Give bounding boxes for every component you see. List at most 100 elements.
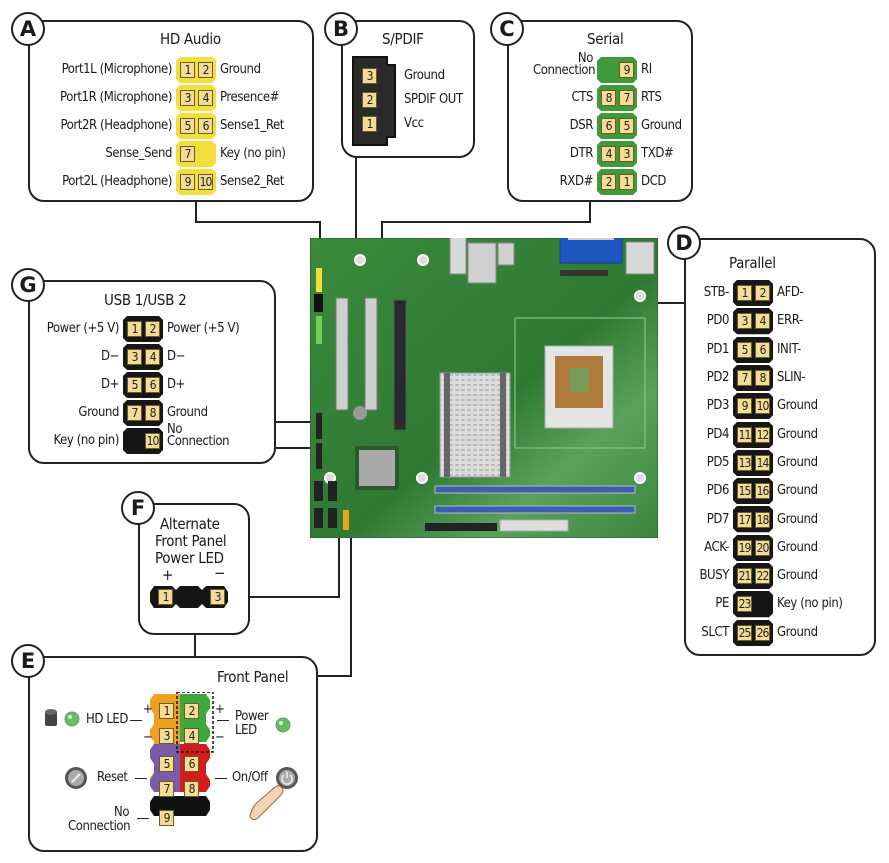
pin-25: 25	[737, 624, 752, 641]
pin-label-left: PD6	[706, 483, 730, 499]
pin-label-right: Ground	[777, 483, 818, 499]
pin-3: 3	[180, 90, 195, 106]
pin-label-right: Ground	[777, 454, 818, 470]
pin-label-left: BUSY	[699, 568, 729, 584]
pin-label-left: Power (+5 V)	[46, 321, 120, 336]
reset-tick	[135, 778, 147, 779]
pin-label-left: STB-	[703, 285, 730, 301]
ps2-port	[625, 241, 655, 275]
pin-1: 1	[362, 116, 377, 132]
pin-6: 6	[145, 377, 160, 393]
pin-11: 11	[737, 426, 752, 443]
pin-5: 5	[737, 341, 752, 358]
pin-16: 16	[755, 483, 770, 500]
pin-2: 2	[362, 92, 377, 108]
pin-label-left: PD2	[706, 370, 730, 386]
pin-1: 1	[737, 285, 752, 302]
power-led-label-line1: Power	[235, 709, 269, 724]
pin-label-right: Ground	[641, 118, 682, 133]
pin-label-left: SLCT	[701, 624, 729, 640]
hd-led-plus: +	[143, 702, 153, 717]
parallel-header	[560, 270, 608, 276]
power-button-icon	[276, 767, 298, 789]
title-serial: Serial	[587, 30, 624, 48]
pin-7: 7	[180, 146, 195, 162]
pin-7: 7	[127, 405, 142, 421]
hd-led-tick	[130, 720, 142, 721]
sata-1	[314, 481, 323, 501]
hd-audio-header	[316, 268, 322, 292]
pin-label-left: Port2R (Headphone)	[60, 118, 172, 133]
pin-23: 23	[737, 596, 752, 613]
pin-3: 3	[127, 349, 142, 365]
alt-plus-sign: +	[162, 566, 173, 584]
pin-label-right: RTS	[641, 90, 662, 105]
pci-slot-1	[335, 297, 349, 411]
pin-label: Vcc	[404, 116, 424, 131]
pin-label-right: Ground	[220, 62, 261, 77]
pin-label: SPDIF OUT	[404, 92, 463, 107]
fp-pin-2: 2	[184, 703, 199, 719]
title-alt-line1: Alternate	[160, 515, 220, 533]
usb-header-2	[316, 443, 322, 469]
fp-pin-4: 4	[184, 728, 199, 744]
pin-label-left: No Connection	[533, 51, 596, 78]
pin-9: 9	[737, 398, 752, 415]
northbridge-heatsink	[439, 372, 511, 478]
pin-label-right: ERR-	[777, 313, 803, 329]
pin-label-left: DSR	[569, 118, 594, 133]
pin-12: 12	[755, 426, 770, 443]
power-led-tick	[217, 720, 229, 721]
pin-label-right: Sense2_Ret	[220, 174, 284, 189]
audio-jack	[449, 238, 467, 275]
pin-7: 7	[619, 90, 634, 106]
pin-4: 4	[198, 90, 213, 106]
power-led-label-line2: LED	[235, 723, 257, 738]
pin-label-right: TXD#	[641, 146, 674, 161]
pin-19: 19	[737, 539, 752, 556]
atx-power	[499, 519, 569, 532]
pin-10: 10	[198, 174, 213, 190]
usb-port	[497, 242, 515, 266]
title-front-panel: Front Panel	[217, 668, 289, 686]
pin-10: 10	[145, 433, 160, 449]
alt-pin-3: 3	[210, 589, 225, 605]
pin-label-right: Ground	[777, 511, 818, 527]
pin-label-right: Ground	[777, 426, 818, 442]
badge-d: D	[667, 226, 701, 260]
pin-4: 4	[145, 349, 160, 365]
pin-label-right: SLIN-	[777, 370, 806, 386]
pin-8: 8	[145, 405, 160, 421]
title-usb: USB 1/USB 2	[104, 291, 187, 309]
reset-label: Reset	[97, 770, 128, 785]
pin-label: Ground	[404, 68, 445, 83]
battery	[353, 406, 367, 420]
pin-9: 9	[180, 174, 195, 190]
pin-label-right: Ground	[777, 539, 818, 555]
chipset	[355, 446, 399, 490]
pin-4: 4	[601, 146, 616, 162]
pin-9: 9	[619, 62, 634, 78]
pin-label-right: Ground	[167, 405, 208, 420]
pin-label-right: Presence#	[220, 90, 280, 105]
sata-2	[328, 481, 337, 501]
spdif-connector-body	[352, 56, 396, 146]
on-off-label: On/Off	[232, 770, 268, 785]
pin-14: 14	[755, 454, 770, 471]
nc-label-line2: Connection	[68, 819, 131, 834]
pin-label-right: RI	[641, 62, 652, 77]
pin-label-right: AFD-	[777, 285, 804, 301]
on-off-tick	[215, 778, 227, 779]
pin-6: 6	[198, 118, 213, 134]
pin-5: 5	[180, 118, 195, 134]
pin-17: 17	[737, 511, 752, 528]
pin-21: 21	[737, 568, 752, 585]
pin-label-left: DTR	[569, 146, 593, 161]
title-alt-line3: Power LED	[155, 549, 224, 567]
pin-label-left: CTS	[571, 90, 593, 105]
pcie-slot	[393, 299, 407, 431]
pin-6: 6	[601, 118, 616, 134]
pin-6: 6	[755, 341, 770, 358]
fp-pin-9: 9	[159, 810, 174, 826]
